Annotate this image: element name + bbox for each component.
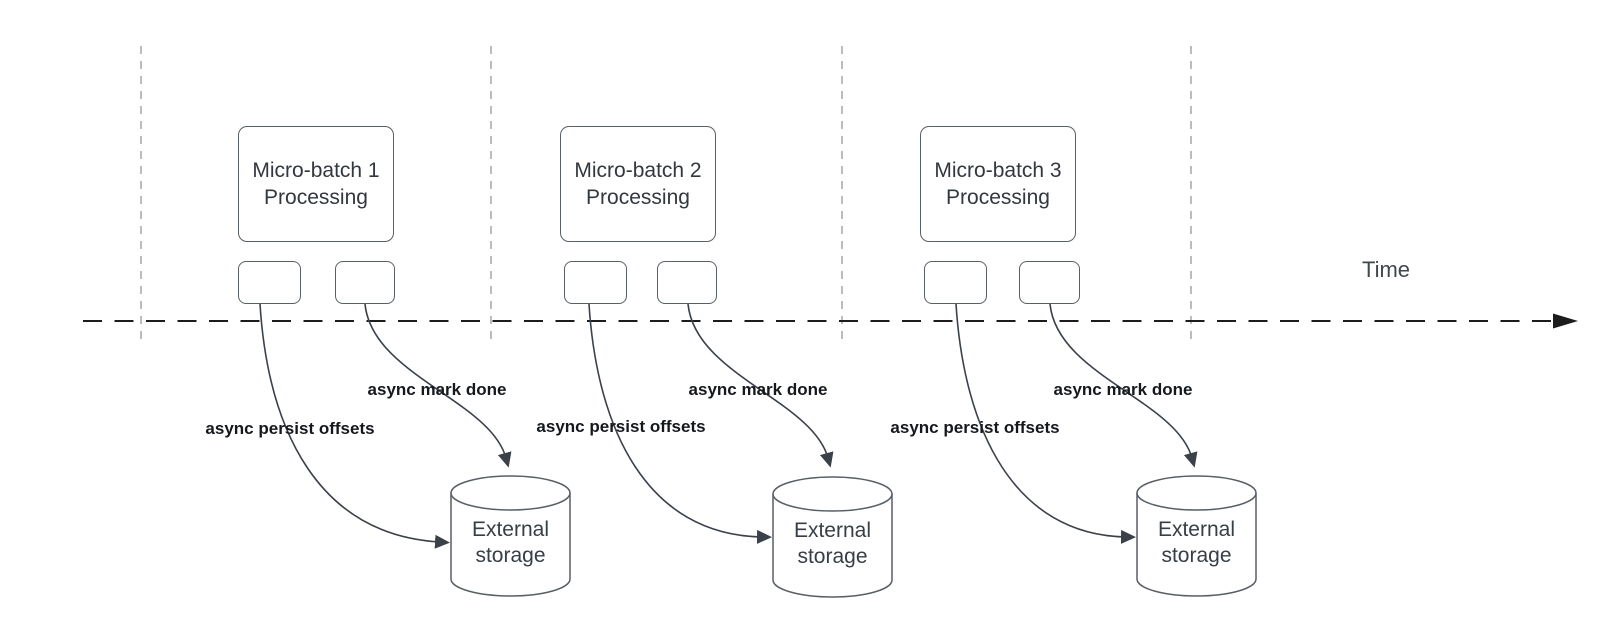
micro-batch-processing-box: Micro-batch 1 Processing: [238, 126, 394, 242]
external-storage-cylinder: [1136, 475, 1257, 597]
micro-batch-processing-box: Micro-batch 2 Processing: [560, 126, 716, 242]
mark-done-arrow: [1049, 303, 1198, 468]
mark-done-arrow: [364, 303, 512, 468]
persist-task-box: [238, 261, 301, 304]
persist-task-box: [924, 261, 987, 304]
persist-offsets-arrow: [588, 303, 772, 544]
external-storage-cylinder: [450, 475, 571, 597]
persist-offsets-arrow: [259, 303, 450, 549]
micro-batch-processing-box: Micro-batch 3 Processing: [920, 126, 1076, 242]
micro-batch-processing-label: Micro-batch 3 Processing: [934, 159, 1062, 209]
mark-done-task-box: [1019, 261, 1080, 304]
mark-done-task-box: [335, 261, 395, 304]
micro-batch-processing-label: Micro-batch 2 Processing: [574, 159, 702, 209]
mark-done-task-box: [657, 261, 717, 304]
external-storage-cylinder: [772, 476, 893, 598]
async-persist-offsets-label: async persist offsets: [536, 417, 706, 436]
async-mark-done-label: async mark done: [1053, 380, 1193, 399]
external-storage-label: External storage: [793, 519, 872, 568]
external-storage-label: External storage: [1157, 518, 1236, 567]
async-persist-offsets-label: async persist offsets: [890, 418, 1060, 437]
async-persist-offsets-label: async persist offsets: [205, 419, 375, 438]
micro-batch-processing-label: Micro-batch 1 Processing: [252, 159, 380, 209]
async-mark-done-label: async mark done: [688, 380, 828, 399]
time-label: Time: [1361, 257, 1411, 282]
persist-offsets-arrow: [955, 303, 1136, 544]
time-axis-arrowhead: [1553, 313, 1578, 329]
external-storage-label: External storage: [471, 518, 550, 567]
persist-task-box: [564, 261, 627, 304]
async-mark-done-label: async mark done: [367, 380, 507, 399]
mark-done-arrow: [687, 303, 834, 468]
